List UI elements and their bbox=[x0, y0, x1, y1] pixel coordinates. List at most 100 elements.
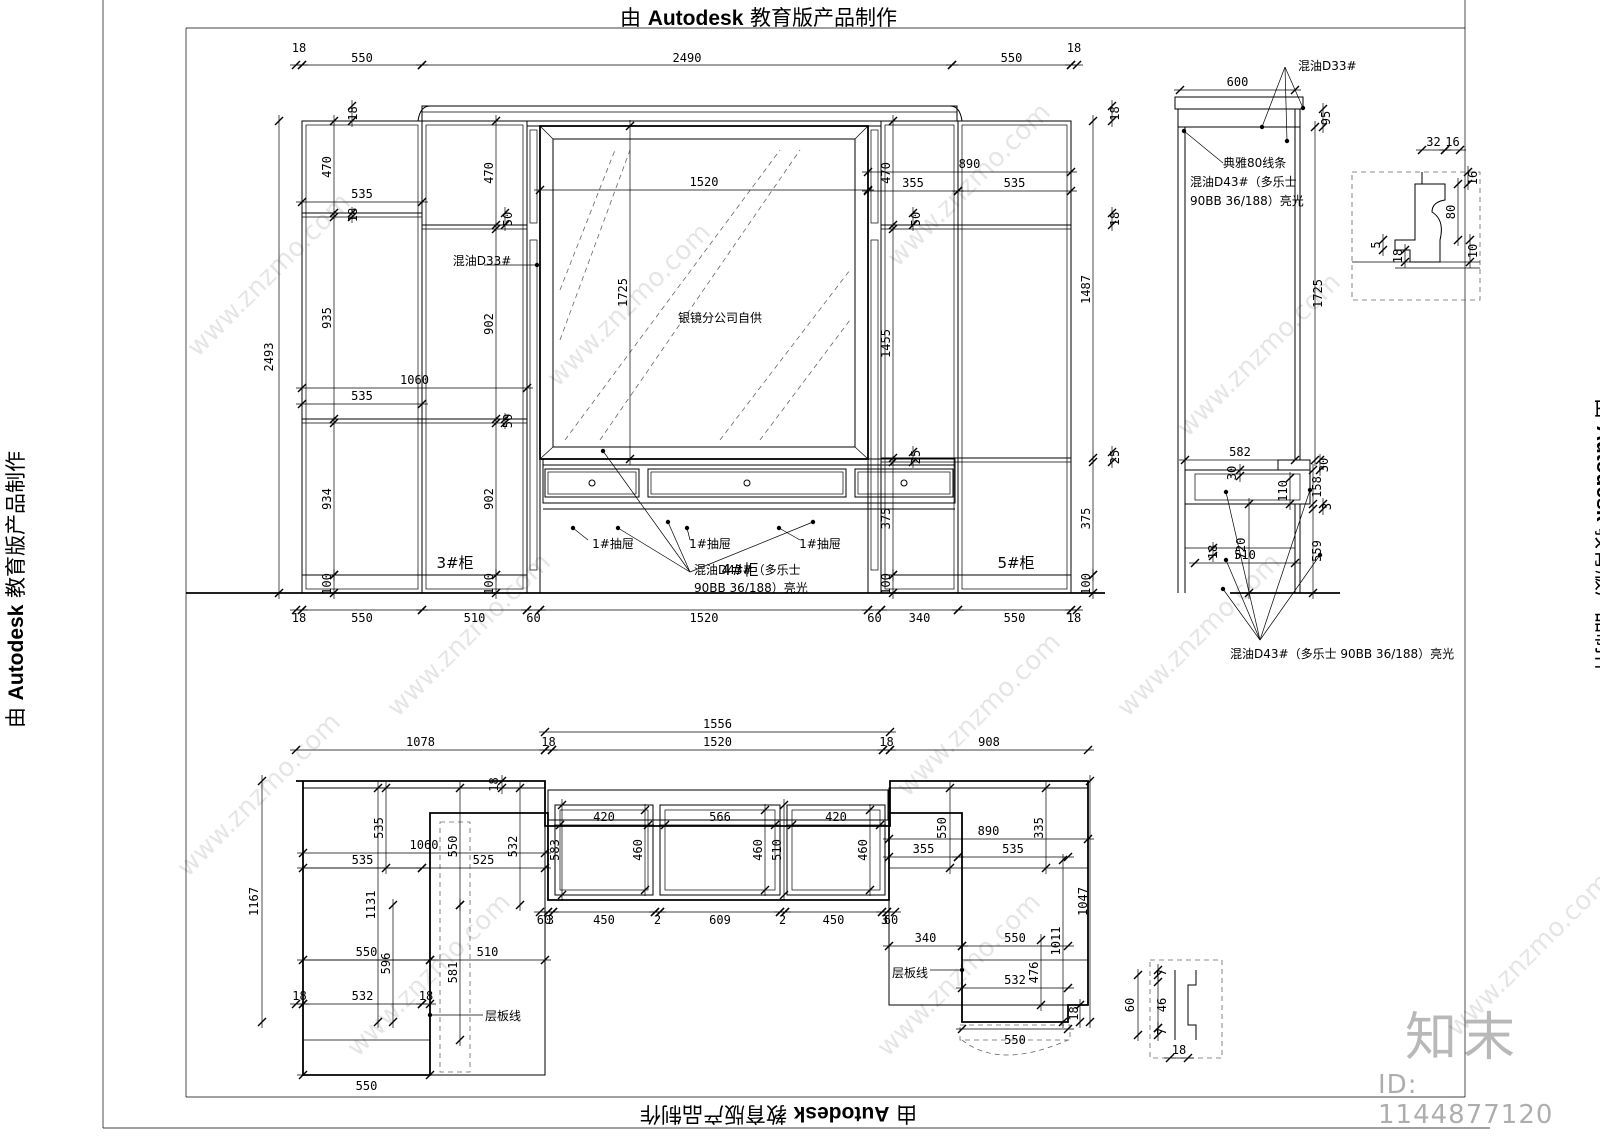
dimension-tick bbox=[1465, 257, 1475, 267]
dimension-text: 550 bbox=[356, 1079, 378, 1093]
dimension-text: 18 bbox=[292, 41, 306, 55]
leader-dot bbox=[615, 525, 621, 531]
dimension-tick bbox=[1175, 85, 1185, 95]
leader-dot bbox=[1300, 105, 1306, 111]
leader-dot bbox=[810, 519, 816, 525]
dimension-tick bbox=[329, 116, 339, 126]
leader-line bbox=[1284, 66, 1304, 109]
dimension-text: 110 bbox=[1276, 480, 1290, 502]
dimension-tick bbox=[1208, 543, 1218, 553]
dimension-tick bbox=[347, 101, 357, 111]
leader-dot bbox=[427, 1012, 433, 1018]
dimension-tick bbox=[884, 941, 894, 951]
dimension-tick bbox=[787, 820, 797, 830]
dimension-text: 1725 bbox=[1311, 279, 1325, 308]
leader-line bbox=[1284, 66, 1288, 142]
leader-line bbox=[667, 521, 691, 573]
dimension-text: 550 bbox=[1004, 611, 1026, 625]
dimension-tick bbox=[875, 820, 885, 830]
dimension-tick bbox=[547, 745, 557, 755]
dimension-text: 890 bbox=[959, 157, 981, 171]
dimension-tick bbox=[1153, 977, 1163, 987]
dimension-text: 550 bbox=[935, 817, 949, 839]
leader-line bbox=[778, 527, 801, 541]
site-logo: 知末 bbox=[1405, 1008, 1522, 1068]
dimension-tick bbox=[1107, 116, 1117, 126]
dimension-text: 470 bbox=[879, 162, 893, 184]
cabinet-label-3: 3#柜 bbox=[436, 554, 473, 572]
dimension-text: 535 bbox=[372, 817, 386, 839]
paint-note-line1: 混油D43#（多乐士 bbox=[1190, 175, 1297, 189]
leader-dot bbox=[1223, 489, 1229, 495]
dimension-text: 18 bbox=[1067, 1006, 1081, 1020]
dimension-tick bbox=[1063, 1024, 1073, 1034]
dimension-tick bbox=[1107, 208, 1117, 218]
dimension-tick bbox=[1378, 245, 1388, 255]
dimension-tick bbox=[329, 418, 339, 428]
dimension-tick bbox=[1085, 776, 1095, 786]
dimension-text: 100 bbox=[1079, 573, 1093, 595]
dimension-tick bbox=[1315, 455, 1325, 465]
dimension-tick bbox=[1318, 504, 1328, 514]
dimension-tick bbox=[500, 208, 510, 218]
dimension-text: 532 bbox=[506, 836, 520, 858]
shelf-line-label: 层板线 bbox=[892, 966, 928, 980]
dimension-text: 18 bbox=[419, 989, 433, 1003]
dimension-tick bbox=[1285, 473, 1295, 483]
dimension-tick bbox=[555, 820, 565, 830]
dimension-tick bbox=[540, 727, 550, 737]
dimension-text: 18 bbox=[1172, 1043, 1186, 1057]
dimension-tick bbox=[417, 605, 427, 615]
dimension-tick bbox=[865, 805, 875, 815]
dimension-text: 420 bbox=[825, 810, 847, 824]
dimension-text: 375 bbox=[1079, 508, 1093, 530]
molding-label: 典雅80线条 bbox=[1223, 155, 1286, 170]
front-elevation bbox=[186, 105, 1105, 594]
dimension-text: 3 bbox=[547, 913, 554, 927]
dimension-text: 1131 bbox=[364, 891, 378, 920]
dimension-text: 25 bbox=[909, 450, 923, 464]
drawer-label: 1#抽屉 bbox=[689, 537, 731, 551]
dimension-text: 550 bbox=[356, 945, 378, 959]
dimension-text: 30 bbox=[1317, 458, 1331, 472]
dimension-tick bbox=[274, 116, 284, 126]
dimension-tick bbox=[1041, 863, 1051, 873]
leader-line bbox=[1261, 66, 1286, 128]
dimension-tick bbox=[865, 885, 875, 895]
drawer-knob bbox=[900, 479, 908, 487]
dimension-tick bbox=[890, 907, 900, 917]
dimension-text: 18 bbox=[346, 106, 360, 120]
dimension-text: 460 bbox=[751, 839, 765, 861]
dimension-tick bbox=[1417, 145, 1427, 155]
dimension-text: 18 bbox=[1391, 249, 1405, 263]
dimension-text: 335 bbox=[1032, 817, 1046, 839]
dimension-text: 340 bbox=[915, 931, 937, 945]
dimension-text: 18 bbox=[487, 777, 501, 791]
dimension-text: 470 bbox=[482, 162, 496, 184]
dimension-tick bbox=[417, 399, 427, 409]
molding-detail bbox=[1351, 171, 1481, 301]
dimension-tick bbox=[1058, 1017, 1068, 1027]
dimension-tick bbox=[780, 907, 790, 917]
leader-line bbox=[689, 521, 814, 573]
dimension-text: 510 bbox=[477, 945, 499, 959]
leader-dot bbox=[570, 525, 576, 531]
dimension-text: 340 bbox=[909, 611, 931, 625]
dimension-text: 890 bbox=[978, 824, 1000, 838]
dimension-tick bbox=[1072, 605, 1082, 615]
dimension-tick bbox=[297, 383, 307, 393]
dimension-text: 1520 bbox=[690, 611, 719, 625]
dimension-tick bbox=[1133, 970, 1143, 980]
dimension-tick bbox=[908, 208, 918, 218]
drawer-row bbox=[542, 458, 956, 510]
leader-dot bbox=[684, 525, 690, 531]
dimension-text: 32 bbox=[1426, 135, 1440, 149]
dimension-tick bbox=[298, 955, 308, 965]
dimension-tick bbox=[655, 907, 665, 917]
dimension-text: 60 bbox=[526, 611, 540, 625]
dimension-tick bbox=[888, 588, 898, 598]
dimension-text: 600 bbox=[1227, 75, 1249, 89]
dimension-tick bbox=[625, 121, 635, 131]
